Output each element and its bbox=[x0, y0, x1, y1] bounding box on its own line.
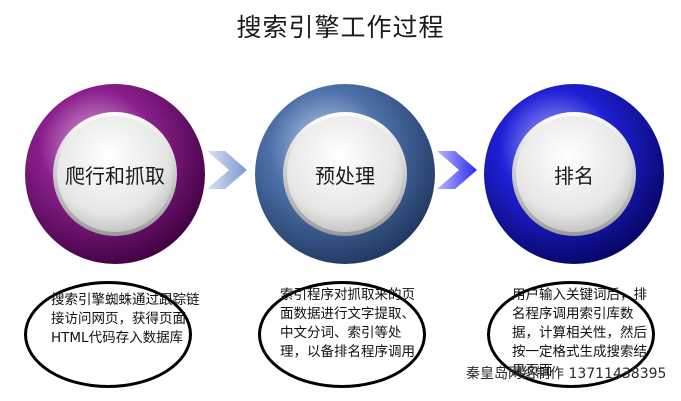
stage-ranking-label: 排名 bbox=[554, 163, 594, 188]
stage-preprocess-description: 索引程序对抓取来的页面数据进行文字提取、中文分词、索引等处理，以备排名程序调用 bbox=[280, 287, 415, 360]
stage-ranking: 排名 bbox=[482, 82, 666, 266]
stage-preprocess-ring bbox=[255, 84, 435, 264]
stage-ranking-description-bubble bbox=[487, 281, 655, 388]
arrow-right-icon bbox=[437, 151, 477, 189]
stage-crawl-label: 爬行和抓取 bbox=[65, 163, 165, 188]
stage-crawl-description: 搜索引擎蜘蛛通过跟踪链接访问网页，获得页面HTML代码存入数据库 bbox=[51, 292, 200, 346]
stage-preprocess-label: 预处理 bbox=[315, 163, 375, 188]
stage-crawl-ring bbox=[25, 84, 205, 264]
stage-crawl-description-bubble bbox=[24, 281, 192, 388]
stage-ranking-ring bbox=[484, 84, 664, 264]
stage-preprocess-description-bubble bbox=[258, 281, 426, 388]
watermark-text: 秦皇岛网络制作 13711438395 bbox=[466, 366, 667, 382]
stage-crawl: 爬行和抓取 bbox=[23, 82, 207, 266]
diagram-title: 搜索引擎工作过程 bbox=[236, 13, 445, 42]
arrow-right-icon bbox=[207, 151, 247, 189]
stage-preprocess: 预处理 bbox=[253, 82, 437, 266]
stage-ranking-description: 用户输入关键词后，排名程序调用索引库数据，计算相关性，然后按一定格式生成搜索结果… bbox=[512, 287, 647, 379]
